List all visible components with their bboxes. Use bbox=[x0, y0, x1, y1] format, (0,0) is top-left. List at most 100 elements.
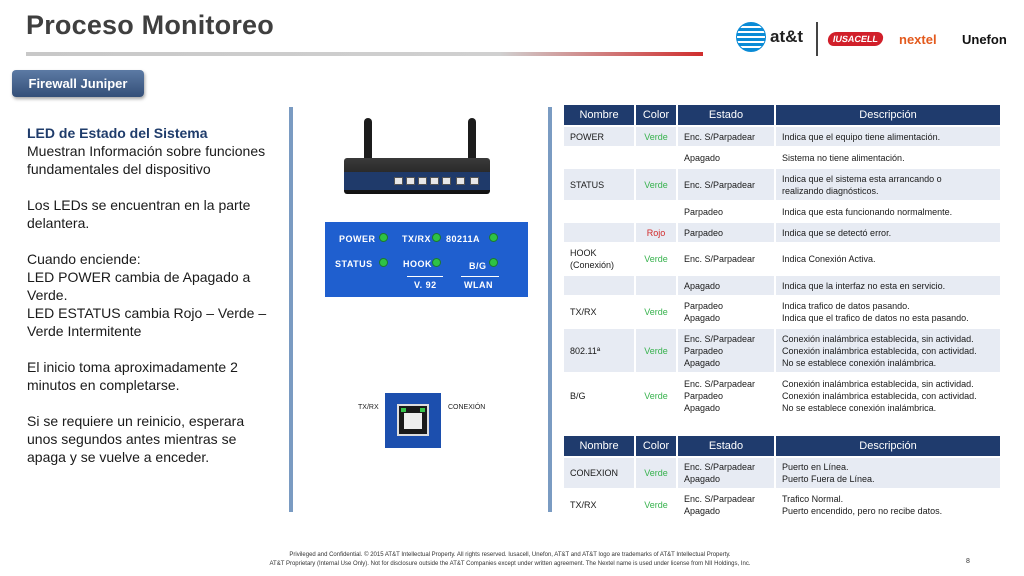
led-txrx-indicator bbox=[432, 233, 441, 242]
cell-descripcion: Indica Conexión Activa. bbox=[776, 244, 1000, 274]
cell-descripcion: Conexión inalámbrica establecida, sin ac… bbox=[776, 329, 1000, 372]
cell-color: Verde bbox=[636, 458, 676, 488]
cell-color bbox=[636, 202, 676, 221]
cell-color: Verde bbox=[636, 490, 676, 520]
cell-estado: Enc. S/Parpadear Parpadeo Apagado bbox=[678, 329, 774, 372]
led-paragraph-3a: Cuando enciende: bbox=[27, 251, 141, 267]
router-port bbox=[418, 177, 427, 185]
iusacell-logo: IUSACELL bbox=[826, 32, 885, 46]
cell-estado: Enc. S/Parpadear Parpadeo Apagado bbox=[678, 374, 774, 417]
att-logo: at&t bbox=[736, 22, 803, 52]
left-description: LED de Estado del Sistema Muestran Infor… bbox=[27, 124, 277, 484]
col-header-color: Color bbox=[636, 436, 676, 456]
cell-nombre bbox=[564, 148, 634, 167]
port-label-txrx: TX/RX bbox=[358, 404, 379, 411]
led-label-power: POWER bbox=[339, 234, 376, 244]
cell-estado: Parpadeo bbox=[678, 223, 774, 242]
led-label-status: STATUS bbox=[335, 259, 373, 269]
router-front-panel bbox=[344, 172, 490, 190]
cell-nombre: STATUS bbox=[564, 169, 634, 200]
port-led-conexion bbox=[420, 408, 425, 412]
cell-descripcion: Indica que el sistema esta arrancando o … bbox=[776, 169, 1000, 200]
led-paragraph-3c: LED ESTATUS cambia Rojo – Verde – Verde … bbox=[27, 305, 267, 339]
brand-logos: at&t IUSACELL nextel Unefon bbox=[736, 20, 1024, 60]
col-header-descripcion: Descripción bbox=[776, 436, 1000, 456]
cell-nombre: HOOK (Conexión) bbox=[564, 244, 634, 274]
cell-color bbox=[636, 148, 676, 167]
att-logo-text: at&t bbox=[770, 27, 804, 46]
cell-color: Verde bbox=[636, 127, 676, 146]
router-body bbox=[344, 158, 490, 194]
led-status-indicator bbox=[379, 258, 388, 267]
led-label-hook: HOOK bbox=[403, 259, 432, 269]
led-paragraph-2: Los LEDs se encuentran en la parte delan… bbox=[27, 197, 251, 231]
cell-estado: Apagado bbox=[678, 276, 774, 295]
cell-color: Verde bbox=[636, 297, 676, 327]
left-divider-bar bbox=[289, 107, 293, 512]
att-globe-icon bbox=[736, 22, 766, 52]
port-status-table: Nombre Color Estado Descripción CONEXION… bbox=[562, 434, 1002, 522]
cell-nombre: POWER bbox=[564, 127, 634, 146]
port-led-txrx bbox=[401, 408, 406, 412]
cell-estado: Apagado bbox=[678, 148, 774, 167]
cell-color: Rojo bbox=[636, 223, 676, 242]
cell-nombre: TX/RX bbox=[564, 490, 634, 520]
port-label-conexion: CONEXIÓN bbox=[448, 404, 486, 411]
led-panel-image: POWER TX/RX 80211A STATUS HOOK B/G V. 92… bbox=[325, 222, 528, 297]
led-group-line bbox=[407, 276, 443, 277]
router-port bbox=[394, 177, 403, 185]
cell-descripcion: Indica que la interfaz no esta en servic… bbox=[776, 276, 1000, 295]
unefon-logo: Unefon bbox=[962, 32, 1007, 47]
router-port bbox=[470, 177, 479, 185]
cell-estado: Enc. S/Parpadear bbox=[678, 169, 774, 200]
cell-nombre bbox=[564, 202, 634, 221]
rj45-port-image bbox=[385, 393, 441, 448]
cell-descripcion: Sistema no tiene alimentación. bbox=[776, 148, 1000, 167]
led-bg-indicator bbox=[489, 258, 498, 267]
col-header-nombre: Nombre bbox=[564, 436, 634, 456]
title-underline bbox=[26, 52, 703, 56]
col-header-estado: Estado bbox=[678, 105, 774, 125]
router-port bbox=[406, 177, 415, 185]
logo-divider bbox=[816, 22, 818, 56]
led-paragraph-4: El inicio toma aproximadamente 2 minutos… bbox=[27, 359, 238, 393]
cell-estado: Parpadeo bbox=[678, 202, 774, 221]
cell-nombre: CONEXION bbox=[564, 458, 634, 488]
cell-nombre: TX/RX bbox=[564, 297, 634, 327]
led-label-txrx: TX/RX bbox=[402, 234, 432, 244]
led-wifi-indicator bbox=[489, 233, 498, 242]
cell-estado: Parpadeo Apagado bbox=[678, 297, 774, 327]
router-port bbox=[456, 177, 465, 185]
router-antenna-right bbox=[468, 118, 476, 162]
router-port bbox=[430, 177, 439, 185]
footer-legal: Privileged and Confidential. © 2015 AT&T… bbox=[230, 551, 790, 569]
cell-descripcion: Indica trafico de datos pasando. Indica … bbox=[776, 297, 1000, 327]
page-number: 8 bbox=[966, 558, 970, 565]
col-header-estado: Estado bbox=[678, 436, 774, 456]
col-header-descripcion: Descripción bbox=[776, 105, 1000, 125]
led-paragraph-1: Muestran Información sobre funciones fun… bbox=[27, 143, 266, 177]
cell-estado: Enc. S/Parpadear Apagado bbox=[678, 458, 774, 488]
led-hook-indicator bbox=[432, 258, 441, 267]
cell-color: Verde bbox=[636, 169, 676, 200]
led-label-wifi: 80211A bbox=[446, 234, 481, 244]
led-label-bg: B/G bbox=[469, 261, 487, 271]
rj45-socket bbox=[397, 404, 429, 436]
cell-nombre bbox=[564, 223, 634, 242]
cell-descripcion: Puerto en Línea. Puerto Fuera de Línea. bbox=[776, 458, 1000, 488]
cell-estado: Enc. S/Parpadear bbox=[678, 244, 774, 274]
footer-line-2: AT&T Proprietary (Internal Use Only). No… bbox=[269, 561, 751, 567]
led-label-wlan: WLAN bbox=[464, 280, 493, 290]
cell-descripcion: Conexión inalámbrica establecida, sin ac… bbox=[776, 374, 1000, 417]
cell-nombre bbox=[564, 276, 634, 295]
